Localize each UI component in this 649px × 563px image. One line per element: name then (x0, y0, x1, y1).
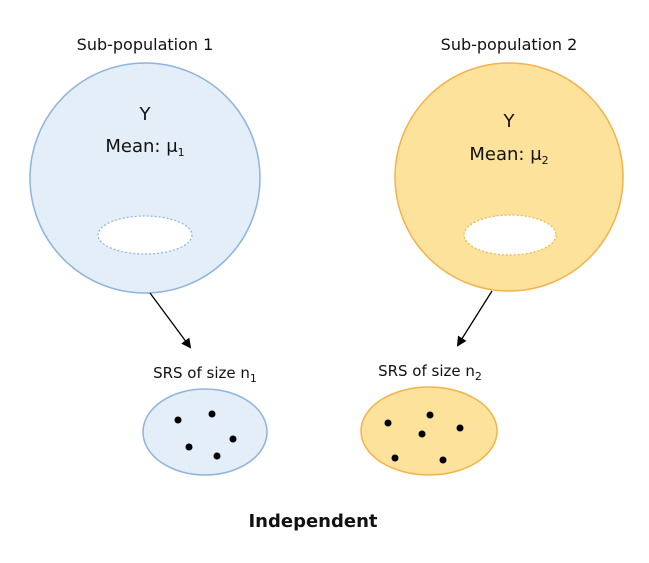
sample-1-label-subscript: 1 (250, 372, 257, 385)
subpopulation-1-circle (29, 62, 261, 294)
arrow-1 (149, 292, 192, 349)
sample-2-dot (384, 419, 392, 427)
sample-2-label-subscript: 2 (475, 370, 482, 383)
sample-1-dot (229, 435, 237, 443)
sample-2-ellipse (360, 386, 498, 476)
arrow-2 (456, 290, 493, 347)
sample-1-dot (208, 410, 216, 418)
subpopulation-2-variable: Y (503, 111, 516, 132)
subpopulation-1-variable: Y (139, 104, 152, 125)
sample-2-dot (426, 411, 434, 419)
sample-1-dot (174, 416, 182, 424)
subpopulation-2-mean-label: Mean: μ (469, 144, 542, 165)
sample-1-label-text: SRS of size n (153, 364, 250, 382)
subpopulation-1-mean-subscript: 1 (178, 146, 185, 159)
subpopulation-2-mean: Mean: μ2 (469, 144, 548, 167)
subpopulation-1-mean-label: Mean: μ (105, 136, 178, 157)
sample-1-ellipse (142, 388, 268, 476)
sample-2-label: SRS of size n2 (378, 362, 482, 383)
sample-2-dot (418, 430, 426, 438)
subpopulation-2-sample-region (463, 214, 557, 256)
subpopulation-2-title: Sub-population 2 (441, 35, 578, 54)
sample-2-dot (439, 456, 447, 464)
subpopulation-1-sample-region (97, 215, 193, 255)
sample-1-dot (185, 443, 193, 451)
subpopulation-1-title: Sub-population 1 (77, 35, 214, 54)
sample-1-dot (213, 452, 221, 460)
sample-2-label-text: SRS of size n (378, 362, 475, 380)
independent-label: Independent (248, 511, 377, 532)
subpopulation-2-circle (394, 62, 624, 292)
sample-2-dot (456, 424, 464, 432)
sample-1-label: SRS of size n1 (153, 364, 257, 385)
subpopulation-2-mean-subscript: 2 (542, 154, 549, 167)
subpopulation-1-mean: Mean: μ1 (105, 136, 184, 159)
sample-2-dot (391, 454, 399, 462)
